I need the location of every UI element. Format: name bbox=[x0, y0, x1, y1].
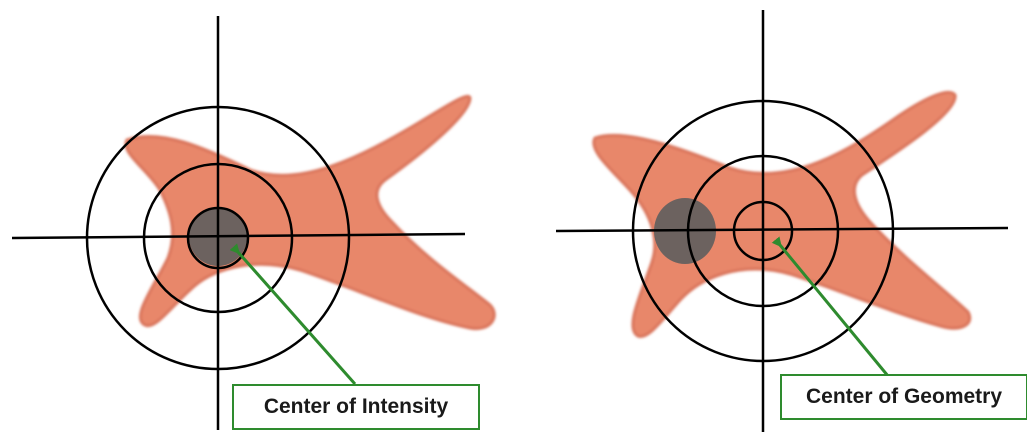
center-of-geometry-label: Center of Geometry bbox=[780, 374, 1027, 420]
center-of-intensity-label: Center of Intensity bbox=[232, 384, 480, 430]
cell-shape bbox=[126, 96, 494, 328]
panel-center-of-geometry bbox=[556, 10, 1008, 432]
crosshair-horizontal bbox=[556, 228, 1008, 231]
cell-shape bbox=[594, 92, 970, 336]
panel-center-of-intensity bbox=[12, 16, 494, 430]
